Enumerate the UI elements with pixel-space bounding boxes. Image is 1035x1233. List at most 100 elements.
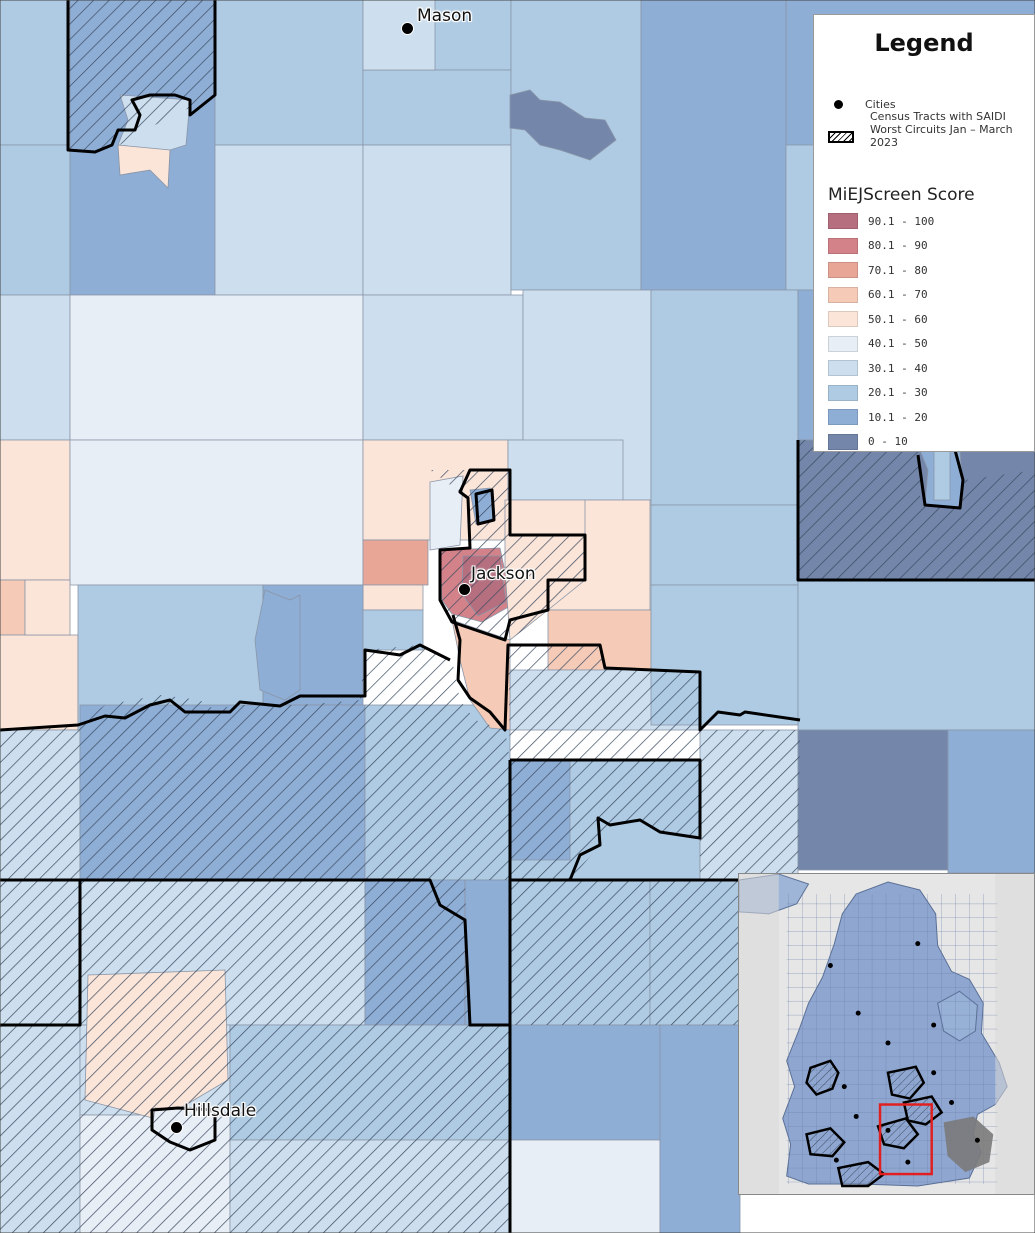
- census-tract: [362, 539, 429, 586]
- census-tract: [0, 579, 26, 636]
- saidi-tract-hatch: [798, 440, 1035, 580]
- inset-city-dot: [949, 1100, 955, 1106]
- legend-swatch: [828, 433, 858, 450]
- inset-city-dot: [905, 1159, 911, 1165]
- legend-cities-label: Cities: [865, 98, 896, 111]
- census-tract: [0, 439, 71, 581]
- inset-city-dot: [853, 1113, 859, 1119]
- census-tract: [69, 439, 364, 586]
- legend-class-label: 20.1 - 30: [868, 386, 928, 399]
- saidi-tract-outline: [66, 0, 217, 154]
- census-tract: [797, 729, 949, 871]
- saidi-tract-outline: [474, 488, 496, 526]
- census-tract: [362, 144, 512, 296]
- inset-thumb-area: [937, 990, 978, 1042]
- inset-saidi-tracts-4: [805, 1126, 846, 1158]
- legend-tracts-label: Census Tracts with SAIDI Worst Circuits …: [870, 110, 1013, 149]
- inset-land-west: [739, 874, 779, 1194]
- saidi-tract-hatch: [0, 1025, 510, 1233]
- inset-city-dot: [885, 1127, 891, 1133]
- census-tract: [24, 579, 71, 636]
- inset-locator-map[interactable]: [738, 873, 1035, 1195]
- legend-swatch: [828, 335, 858, 352]
- census-tract: [117, 144, 171, 189]
- inset-city-dot: [974, 1137, 980, 1143]
- legend-swatch: [828, 286, 858, 303]
- legend-swatch: [828, 409, 858, 425]
- census-tract: [509, 89, 617, 161]
- census-tract: [362, 0, 436, 71]
- legend-class-row: 50.1 - 60: [828, 311, 928, 327]
- legend-swatch: [828, 384, 858, 401]
- census-tract: [797, 579, 1035, 731]
- legend-score-title: MiEJScreen Score: [828, 185, 975, 205]
- legend-swatch: [828, 262, 858, 278]
- legend-class-label: 40.1 - 50: [868, 337, 928, 350]
- saidi-tract-outline: [510, 758, 702, 881]
- legend-class-row: 40.1 - 50: [828, 335, 928, 352]
- census-tract: [640, 0, 787, 291]
- census-tract: [214, 0, 364, 146]
- legend-swatch: [828, 311, 858, 327]
- census-tract: [507, 439, 624, 501]
- inset-city-dot: [915, 941, 921, 947]
- legend-cities-row: Cities: [828, 98, 896, 111]
- legend-class-row: 20.1 - 30: [828, 384, 928, 401]
- city-marker-hillsdale[interactable]: [170, 1121, 183, 1134]
- saidi-tract-outline: [438, 468, 587, 642]
- city-dot-icon: [834, 100, 843, 109]
- legend-class-label: 10.1 - 20: [868, 410, 928, 424]
- census-tract: [214, 144, 364, 296]
- legend-class-row: 60.1 - 70: [828, 286, 928, 303]
- inset-city-dots: [827, 941, 980, 1165]
- legend-class-label: 80.1 - 90: [868, 239, 928, 252]
- hatch-swatch-icon: [828, 131, 854, 143]
- saidi-tract-outline: [796, 440, 1035, 582]
- census-tract: [509, 1024, 661, 1141]
- legend-class-row: 0 - 10: [828, 433, 908, 450]
- inset-saidi-tracts-6: [876, 1116, 920, 1150]
- city-label-jackson: Jackson: [471, 564, 536, 584]
- saidi-tract-outline: [150, 1106, 217, 1152]
- city-marker-jackson[interactable]: [458, 583, 471, 596]
- legend-swatch: [828, 360, 858, 376]
- census-tract: [464, 879, 511, 1026]
- census-tract: [0, 294, 71, 441]
- inset-saidi-tracts-5: [836, 1160, 887, 1188]
- census-tract: [362, 69, 512, 146]
- legend-class-row: 80.1 - 90: [828, 237, 928, 254]
- inset-svg: [739, 874, 1034, 1194]
- legend-class-label: 50.1 - 60: [868, 312, 928, 326]
- legend-title: Legend: [874, 29, 974, 57]
- city-marker-mason[interactable]: [401, 22, 414, 35]
- legend-swatch: [828, 213, 858, 229]
- census-tract: [69, 294, 364, 441]
- inset-city-dot: [833, 1157, 839, 1163]
- inset-saidi-tracts-2: [886, 1065, 926, 1100]
- census-tract: [0, 0, 71, 146]
- map-legend: Legend Cities Census Tracts with SAIDI W…: [813, 14, 1035, 452]
- saidi-tract-hatch: [0, 645, 510, 880]
- census-tract: [659, 1024, 741, 1233]
- legend-class-row: 30.1 - 40: [828, 360, 928, 376]
- census-tract: [362, 609, 424, 651]
- saidi-tract-outline: [80, 878, 740, 1027]
- saidi-tract-outline: [0, 643, 451, 732]
- legend-class-label: 70.1 - 80: [868, 263, 928, 277]
- census-tract: [362, 294, 524, 441]
- legend-swatch: [828, 237, 858, 254]
- legend-class-row: 10.1 - 20: [828, 409, 928, 425]
- legend-tracts-row: [828, 131, 860, 143]
- inset-land-east: [995, 874, 1034, 1194]
- inset-saidi-tracts-1: [805, 1059, 840, 1097]
- inset-extent-box: [878, 1103, 933, 1176]
- census-tract: [509, 1139, 661, 1233]
- census-tract: [0, 634, 79, 731]
- saidi-tract-hatch: [508, 645, 800, 880]
- census-tract: [650, 289, 799, 506]
- legend-class-label: 0 - 10: [868, 435, 908, 448]
- saidi-tract-outline: [916, 449, 965, 510]
